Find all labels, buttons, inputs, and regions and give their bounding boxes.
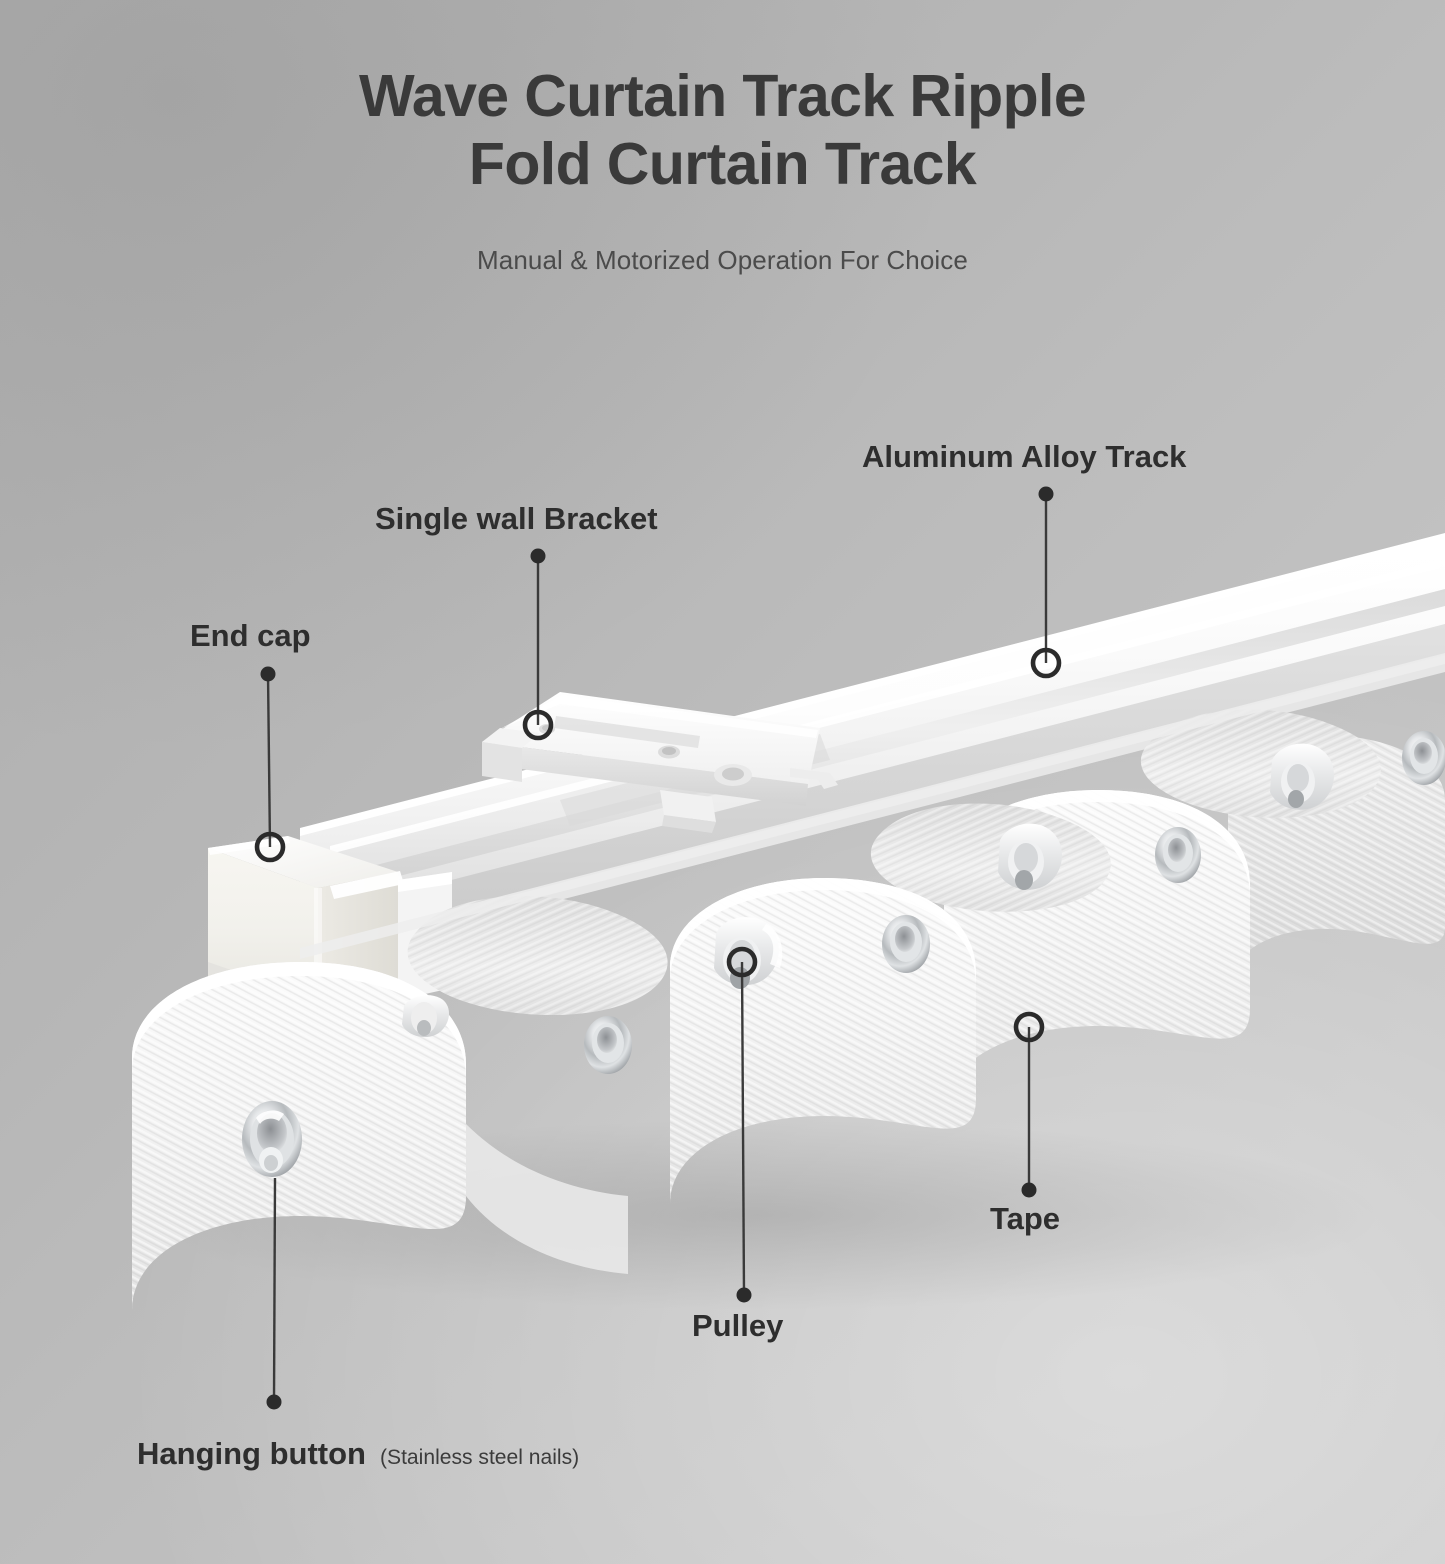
leader-dot-single-wall-bracket [530, 548, 546, 564]
callout-text-hanging-button: Hanging button [137, 1436, 366, 1471]
leader-ring-single-wall-bracket [522, 709, 554, 741]
callout-label-aluminum-alloy-track: Aluminum Alloy Track [862, 441, 1186, 472]
callout-text-single-wall-bracket: Single wall Bracket [375, 501, 658, 536]
leader-dot-end-cap [260, 666, 276, 682]
leader-dot-aluminum-alloy-track [1038, 486, 1054, 502]
leader-line-pulley [740, 961, 746, 1296]
title-line-1: Wave Curtain Track Ripple [358, 63, 1087, 129]
callout-text-tape: Tape [990, 1201, 1061, 1236]
callout-text-pulley: Pulley [692, 1308, 784, 1343]
callout-note-hanging-button: (Stainless steel nails) [380, 1446, 580, 1469]
callout-text-aluminum-alloy-track: Aluminum Alloy Track [862, 439, 1187, 474]
callout-label-hanging-button: Hanging button (Stainless steel nails) [137, 1438, 579, 1469]
title-line-2: Fold Curtain Track [468, 131, 977, 198]
callout-label-single-wall-bracket: Single wall Bracket [375, 503, 658, 534]
leader-ring-aluminum-alloy-track [1030, 647, 1062, 679]
leader-ring-tape [1013, 1011, 1045, 1043]
leader-ring-pulley [726, 946, 758, 978]
page-subtitle: Manual & Motorized Operation For Choice [477, 244, 968, 275]
callout-label-tape: Tape [990, 1203, 1060, 1234]
callout-text-end-cap: End cap [190, 618, 311, 653]
leader-line-hanging-button [272, 1177, 277, 1403]
callout-label-pulley: Pulley [692, 1310, 783, 1341]
leader-dot-hanging-button [266, 1394, 282, 1410]
header: Wave Curtain Track Ripple Fold Curtain T… [0, 62, 1445, 276]
leader-dot-pulley [736, 1287, 752, 1303]
leader-ring-end-cap [254, 831, 286, 863]
callout-label-end-cap: End cap [190, 620, 311, 651]
leader-line-end-cap [266, 673, 272, 848]
page-title: Wave Curtain Track Ripple Fold Curtain T… [0, 62, 1445, 199]
leader-dot-tape [1021, 1182, 1037, 1198]
